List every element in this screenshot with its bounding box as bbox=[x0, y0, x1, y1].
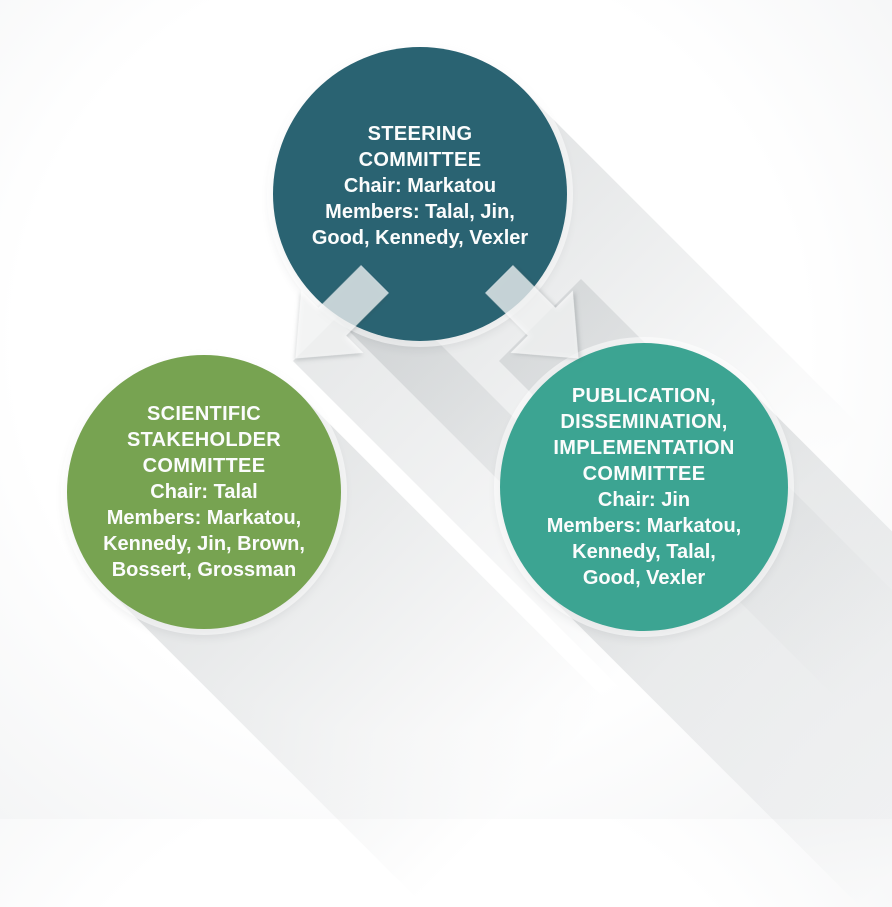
committee-name: PUBLICATION, DISSEMINATION, IMPLEMENTATI… bbox=[553, 385, 735, 485]
committee-structure-diagram: STEERING COMMITTEE Chair: Markatou Membe… bbox=[67, 47, 892, 907]
publication-dissemination-implementation-committee-circle: PUBLICATION, DISSEMINATION, IMPLEMENTATI… bbox=[500, 343, 788, 631]
committee-chair: Chair: Talal bbox=[150, 481, 258, 503]
committee-chair: Chair: Markatou bbox=[343, 175, 497, 197]
committee-name: STEERING COMMITTEE bbox=[358, 123, 482, 171]
scientific-stakeholder-committee-circle: SCIENTIFIC STAKEHOLDER COMMITTEE Chair: … bbox=[67, 355, 341, 629]
publication-committee-text: PUBLICATION, DISSEMINATION, IMPLEMENTATI… bbox=[541, 383, 747, 591]
steering-committee-circle: STEERING COMMITTEE Chair: Markatou Membe… bbox=[273, 47, 567, 341]
committee-members: Members: Markatou, Kennedy, Jin, Brown, … bbox=[103, 507, 305, 581]
committee-chair: Chair: Jin bbox=[597, 489, 691, 511]
committee-members: Members: Markatou, Kennedy, Talal, Good,… bbox=[546, 515, 742, 589]
committee-members: Members: Talal, Jin, Good, Kennedy, Vexl… bbox=[311, 201, 529, 249]
steering-committee-text: STEERING COMMITTEE Chair: Markatou Membe… bbox=[304, 121, 536, 251]
scientific-stakeholder-committee-text: SCIENTIFIC STAKEHOLDER COMMITTEE Chair: … bbox=[101, 401, 307, 583]
committee-name: SCIENTIFIC STAKEHOLDER COMMITTEE bbox=[126, 403, 282, 477]
